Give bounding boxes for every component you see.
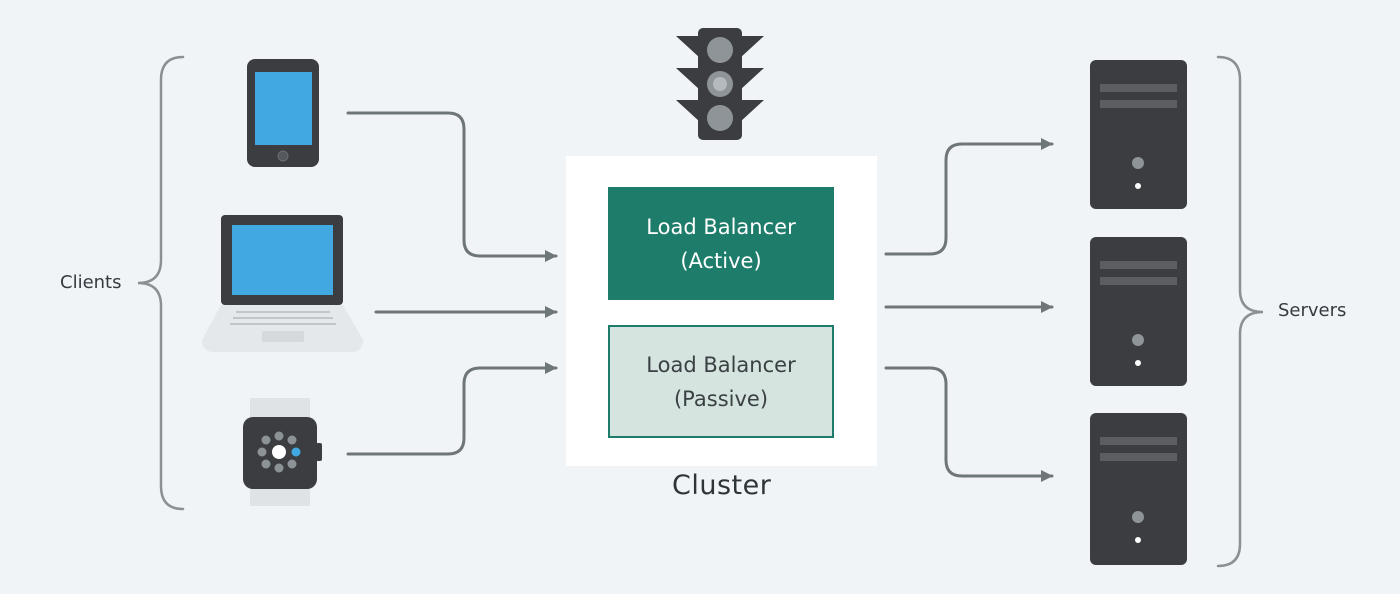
load-balancer-passive-state: (Passive) (673, 386, 769, 411)
arrow-phone-to-cluster (346, 111, 558, 262)
servers-label: Servers (1278, 300, 1347, 321)
traffic-light-icon (676, 28, 764, 140)
arrow-cluster-to-server-1 (884, 138, 1054, 256)
server-icon (1090, 60, 1187, 209)
load-balancer-active-state: (Active) (680, 248, 762, 273)
load-balancer-passive-title: Load Balancer (646, 352, 796, 377)
arrow-watch-to-cluster (346, 362, 558, 456)
cluster-label: Cluster (672, 470, 772, 501)
smartwatch-icon (243, 398, 322, 506)
laptop-icon (202, 215, 363, 352)
server-icon (1090, 413, 1187, 565)
servers-brace (1216, 55, 1264, 568)
smartphone-icon (247, 59, 319, 167)
load-balancer-active-title: Load Balancer (646, 214, 796, 239)
load-balancer-passive: Load Balancer (Passive) (608, 325, 834, 438)
clients-label: Clients (60, 272, 122, 293)
arrow-cluster-to-server-3 (884, 366, 1054, 482)
load-balancer-active: Load Balancer (Active) (608, 187, 834, 300)
server-icon (1090, 237, 1187, 386)
clients-brace (137, 55, 185, 511)
